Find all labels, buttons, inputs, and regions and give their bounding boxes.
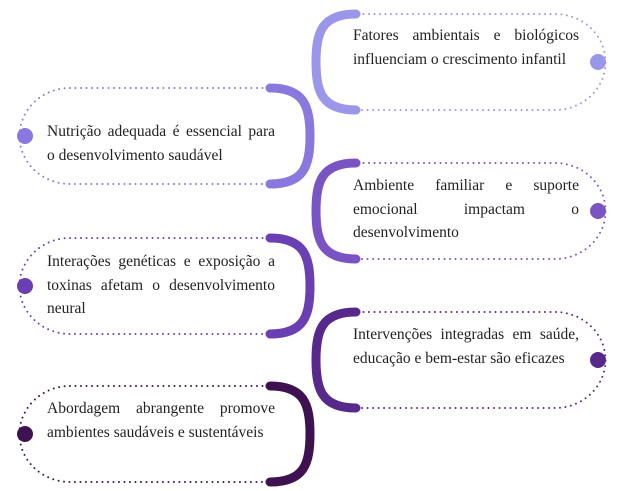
item-text-5: Intervenções integradas em saúde, educaç… [353, 326, 579, 367]
bullet-dot [17, 426, 33, 442]
bullet-dot [17, 128, 33, 144]
item-text-1: Fatores ambientais e biológicos influenc… [353, 27, 579, 68]
item-text-4: Interações genéticas e exposição a toxin… [47, 253, 275, 317]
bullet-dot [590, 54, 606, 70]
bullet-dot [590, 352, 606, 368]
connector-branch [311, 307, 361, 413]
bullet-dot [17, 278, 33, 294]
connector-branch [265, 83, 315, 189]
connector-branch [265, 381, 315, 487]
connector-branch [311, 158, 361, 264]
bullet-dot [590, 203, 606, 219]
item-text-2: Nutrição adequada é essencial para o des… [47, 123, 275, 164]
item-text-3: Ambiente familiar e suporte emocional im… [353, 177, 579, 241]
item-text-6: Abordagem abrangente promove ambientes s… [47, 400, 275, 441]
connector-branch [311, 9, 361, 115]
connector-branch [265, 233, 315, 339]
